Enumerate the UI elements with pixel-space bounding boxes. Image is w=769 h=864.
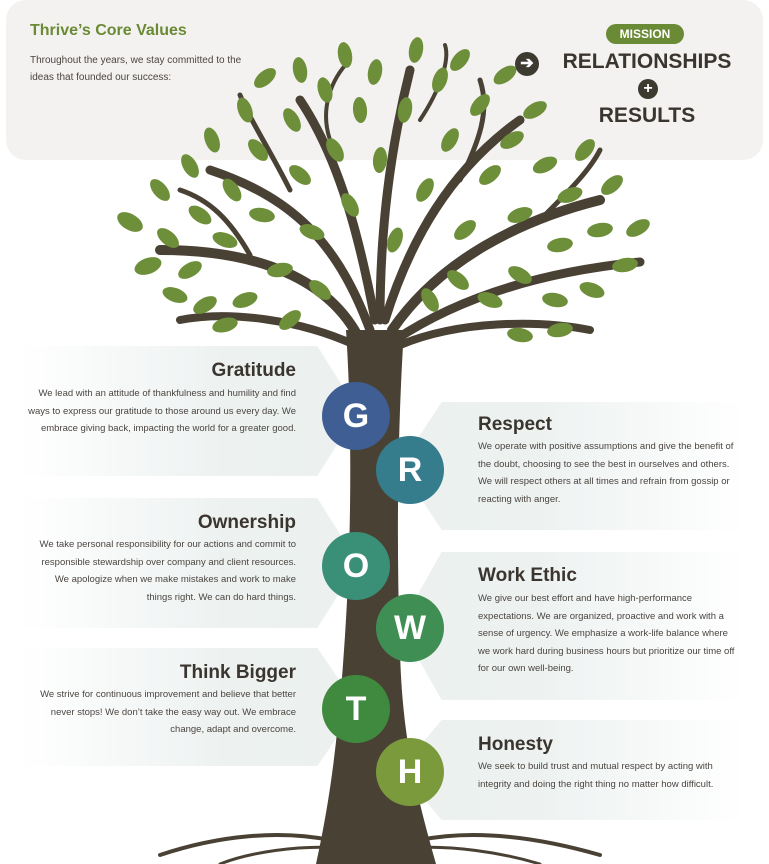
respect-text: We operate with positive assumptions and… bbox=[478, 441, 734, 505]
mission-badge: MISSION bbox=[606, 24, 684, 44]
honesty-panel bbox=[400, 720, 746, 820]
think-bigger-heading: Think Bigger bbox=[179, 662, 296, 683]
work-ethic-heading: Work Ethic bbox=[478, 565, 577, 586]
ownership-text: We take personal responsibility for our … bbox=[39, 539, 296, 603]
gratitude-heading: Gratitude bbox=[211, 360, 296, 381]
honesty-text: We seek to build trust and mutual respec… bbox=[478, 761, 714, 790]
work-ethic-panel bbox=[400, 552, 746, 700]
letter-r-circle: R bbox=[376, 436, 444, 504]
honesty-heading: Honesty bbox=[478, 734, 553, 755]
think-bigger-panel bbox=[20, 648, 358, 766]
plus-icon: + bbox=[638, 79, 658, 99]
think-bigger-text: We strive for continuous improvement and… bbox=[40, 689, 296, 735]
relationships-label: RELATIONSHIPS bbox=[562, 50, 732, 73]
letter-t-circle: T bbox=[322, 675, 390, 743]
respect-panel bbox=[400, 402, 746, 530]
ownership-heading: Ownership bbox=[197, 512, 296, 533]
letter-w-circle: W bbox=[376, 594, 444, 662]
ownership-panel bbox=[20, 498, 358, 628]
letter-g-circle: G bbox=[322, 382, 390, 450]
letter-h-circle: H bbox=[376, 738, 444, 806]
tree-roots bbox=[158, 833, 602, 864]
tree-leaves bbox=[117, 37, 650, 343]
respect-heading: Respect bbox=[478, 414, 552, 435]
page-title: Thrive’s Core Values bbox=[30, 22, 187, 39]
letter-o-circle: O bbox=[322, 532, 390, 600]
gratitude-text: We lead with an attitude of thankfulness… bbox=[28, 388, 296, 434]
results-label: RESULTS bbox=[598, 104, 696, 127]
gratitude-panel bbox=[20, 346, 358, 476]
work-ethic-text: We give our best effort and have high-pe… bbox=[478, 593, 735, 674]
intro-text: Throughout the years, we stay committed … bbox=[30, 55, 242, 83]
arrow-right-icon: ➔ bbox=[515, 52, 539, 76]
